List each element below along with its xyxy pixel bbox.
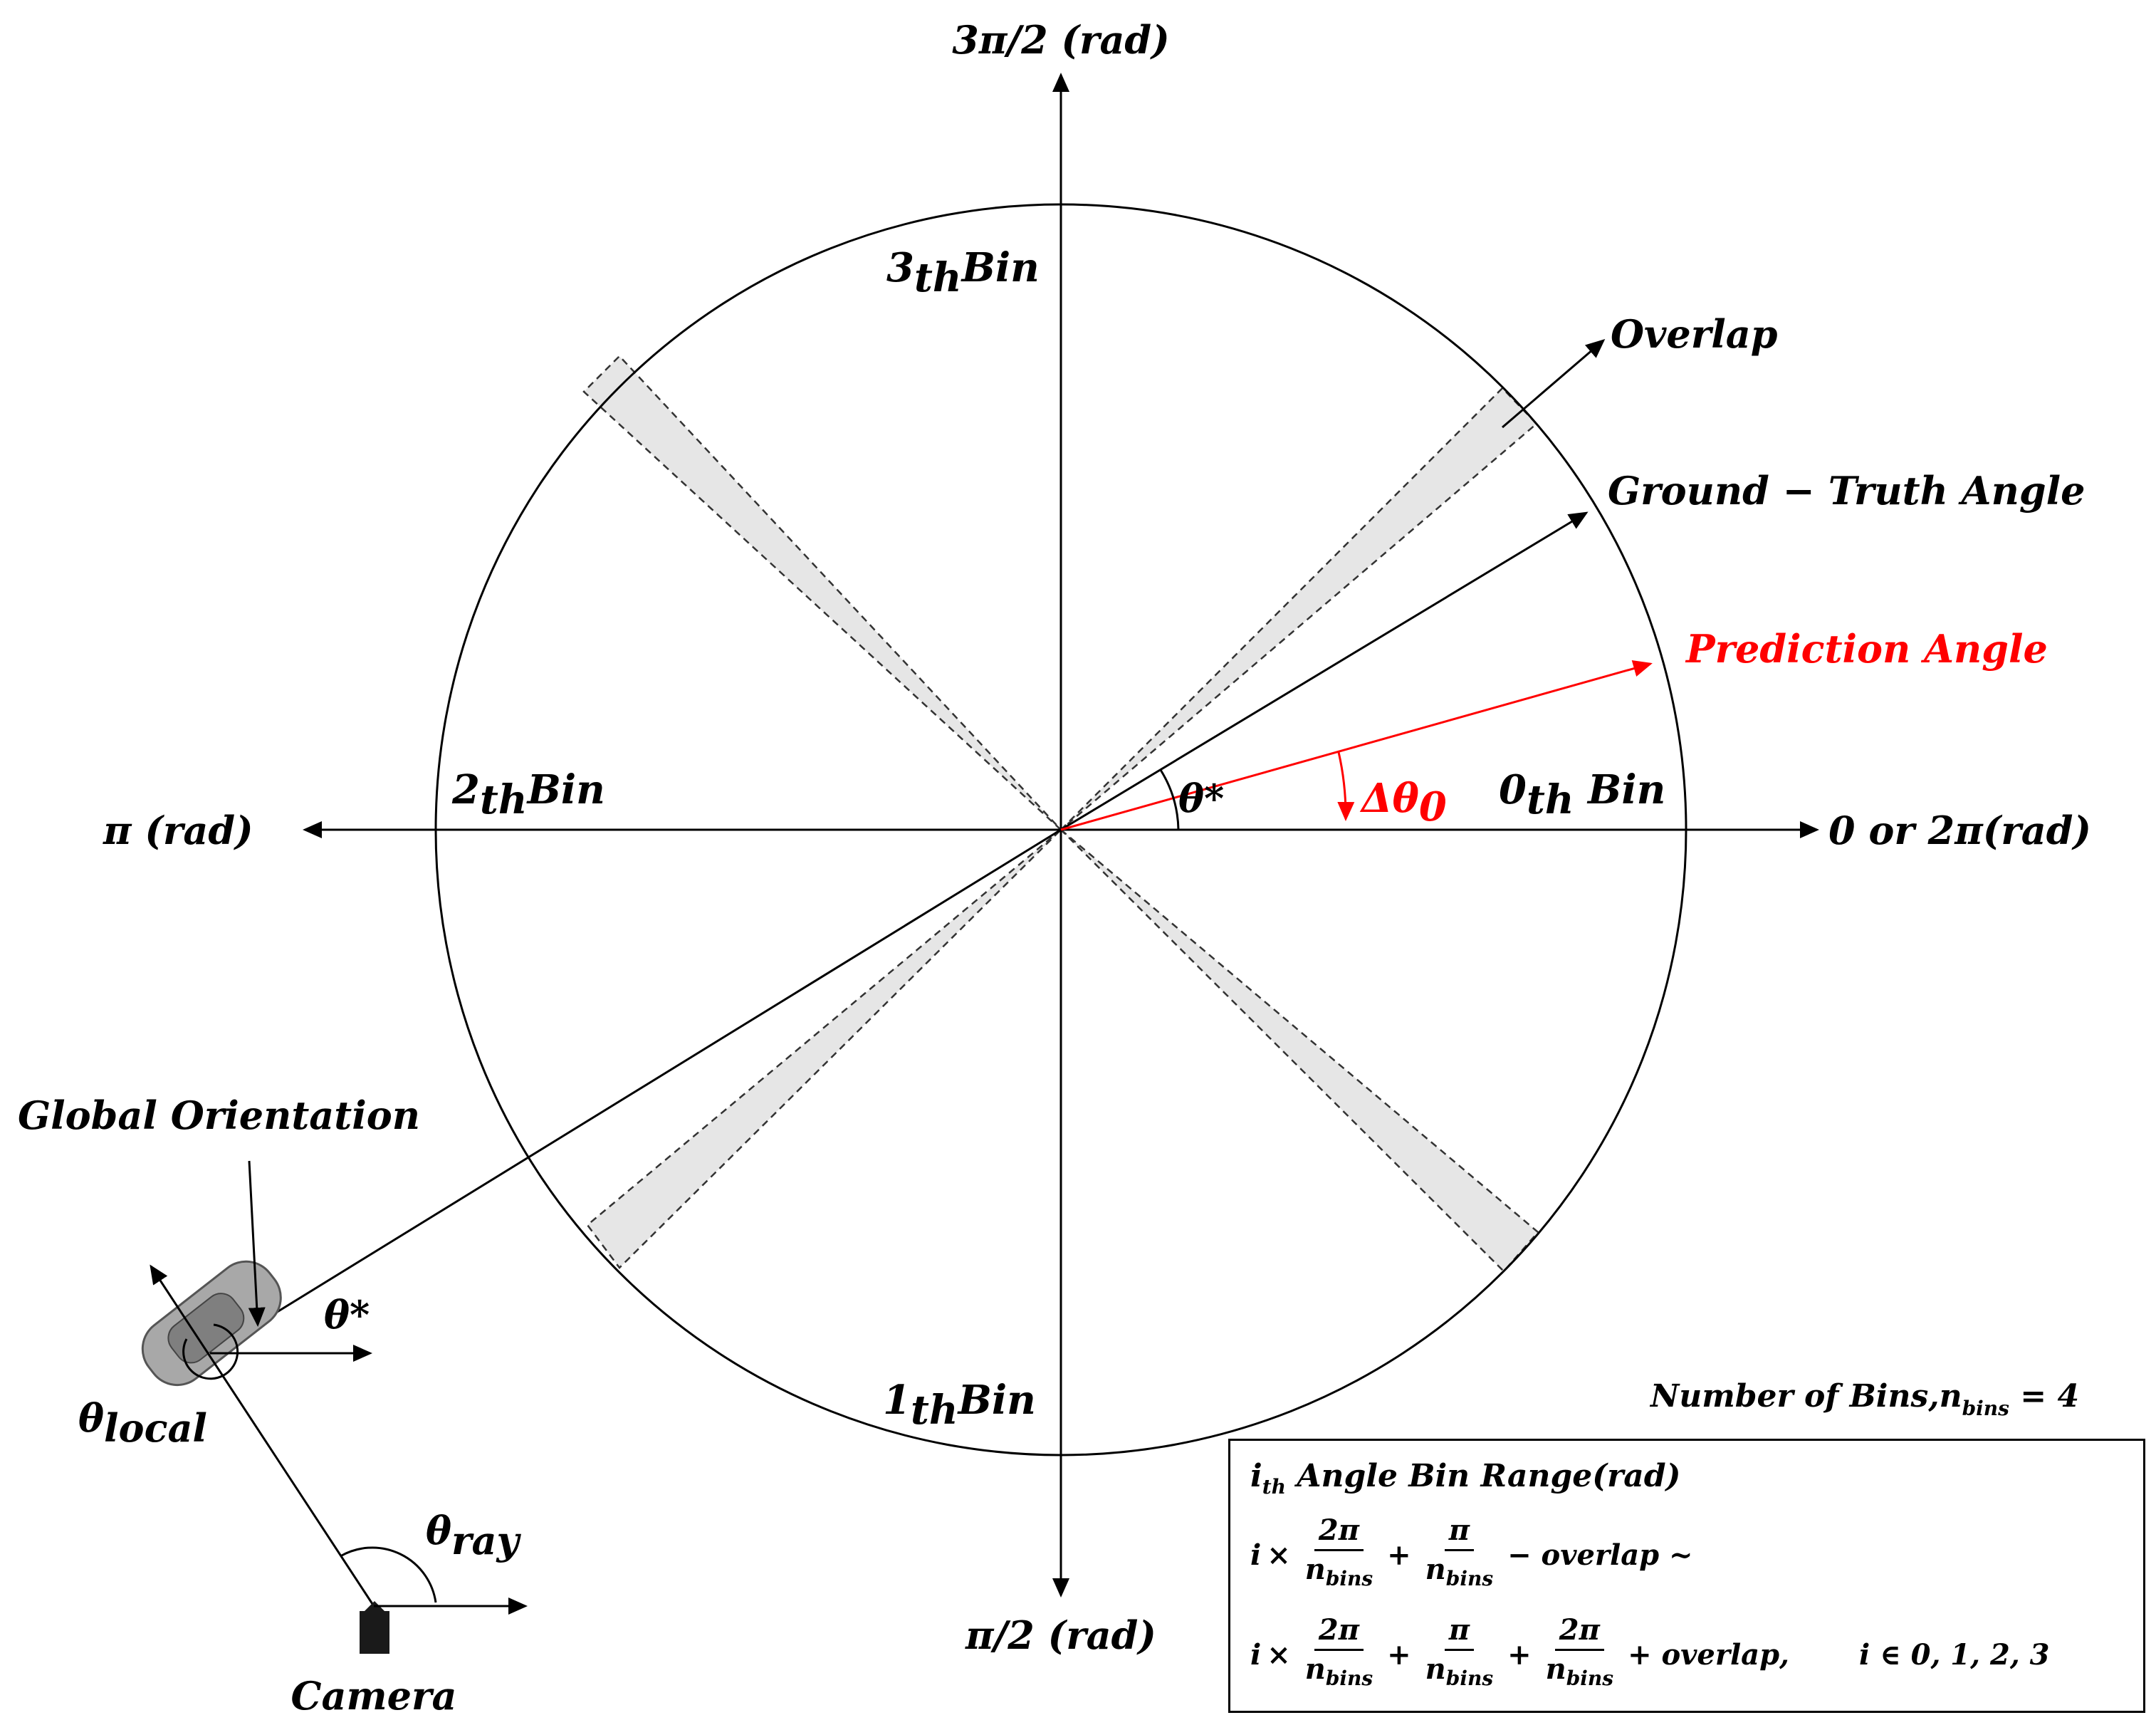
- theta-local-arc: [182, 1323, 239, 1380]
- prediction-label: Prediction Angle: [1685, 626, 2048, 672]
- bin1-label: 1thBin: [883, 1377, 1036, 1434]
- camera-label: Camera: [291, 1673, 457, 1719]
- bin3-label: 3thBin: [886, 244, 1040, 301]
- axis-label-bottom: π/2 (rad): [965, 1612, 1156, 1658]
- delta-theta-label: Δθ0: [1359, 775, 1447, 830]
- overlap-wedge-nw: [582, 355, 1062, 830]
- num-bins-label: Number of Bins,nbins = 4: [1649, 1378, 2079, 1420]
- car-to-center-line: [209, 828, 1062, 1355]
- ground-truth-arrow: [1060, 511, 1589, 831]
- axis-label-left: π (rad): [103, 808, 253, 853]
- delta-theta-arc: [1337, 751, 1355, 821]
- theta-local-label: θlocal: [78, 1395, 207, 1451]
- overlap-label: Overlap: [1611, 311, 1778, 357]
- ground-truth-label: Ground − Truth Angle: [1608, 468, 2085, 514]
- prediction-arrow: [1060, 660, 1653, 831]
- car-heading-axis: [150, 1264, 375, 1607]
- global-orientation-pointer: [248, 1160, 266, 1327]
- theta-ray-arc: [340, 1546, 437, 1603]
- axis-label-right: 0 or 2π(rad): [1828, 808, 2091, 853]
- car-icon: [141, 1260, 282, 1387]
- camera-icon: [360, 1611, 389, 1654]
- overlap-regions: [582, 355, 1539, 1273]
- axis-label-top: 3π/2 (rad): [952, 17, 1170, 63]
- overlap-wedge-ne: [1060, 387, 1538, 830]
- global-orientation-label: Global Orientation: [18, 1093, 420, 1138]
- bin2-label: 2thBin: [451, 766, 605, 823]
- theta-ray-label: θray: [426, 1508, 521, 1563]
- overlap-wedge-sw: [586, 829, 1062, 1269]
- formula-title: ith Angle Bin Range(rad): [1250, 1458, 1681, 1499]
- bin0-label: 0th Bin: [1499, 766, 1665, 823]
- theta-star-arc: [1159, 769, 1180, 830]
- index-condition: i ∈ 0, 1, 2, 3: [1858, 1637, 2050, 1672]
- overlap-arrow: [1502, 339, 1606, 429]
- overlap-wedge-se: [1060, 829, 1539, 1273]
- theta-star-label: θ*: [1178, 776, 1224, 821]
- car-theta-star-label: θ*: [324, 1292, 370, 1338]
